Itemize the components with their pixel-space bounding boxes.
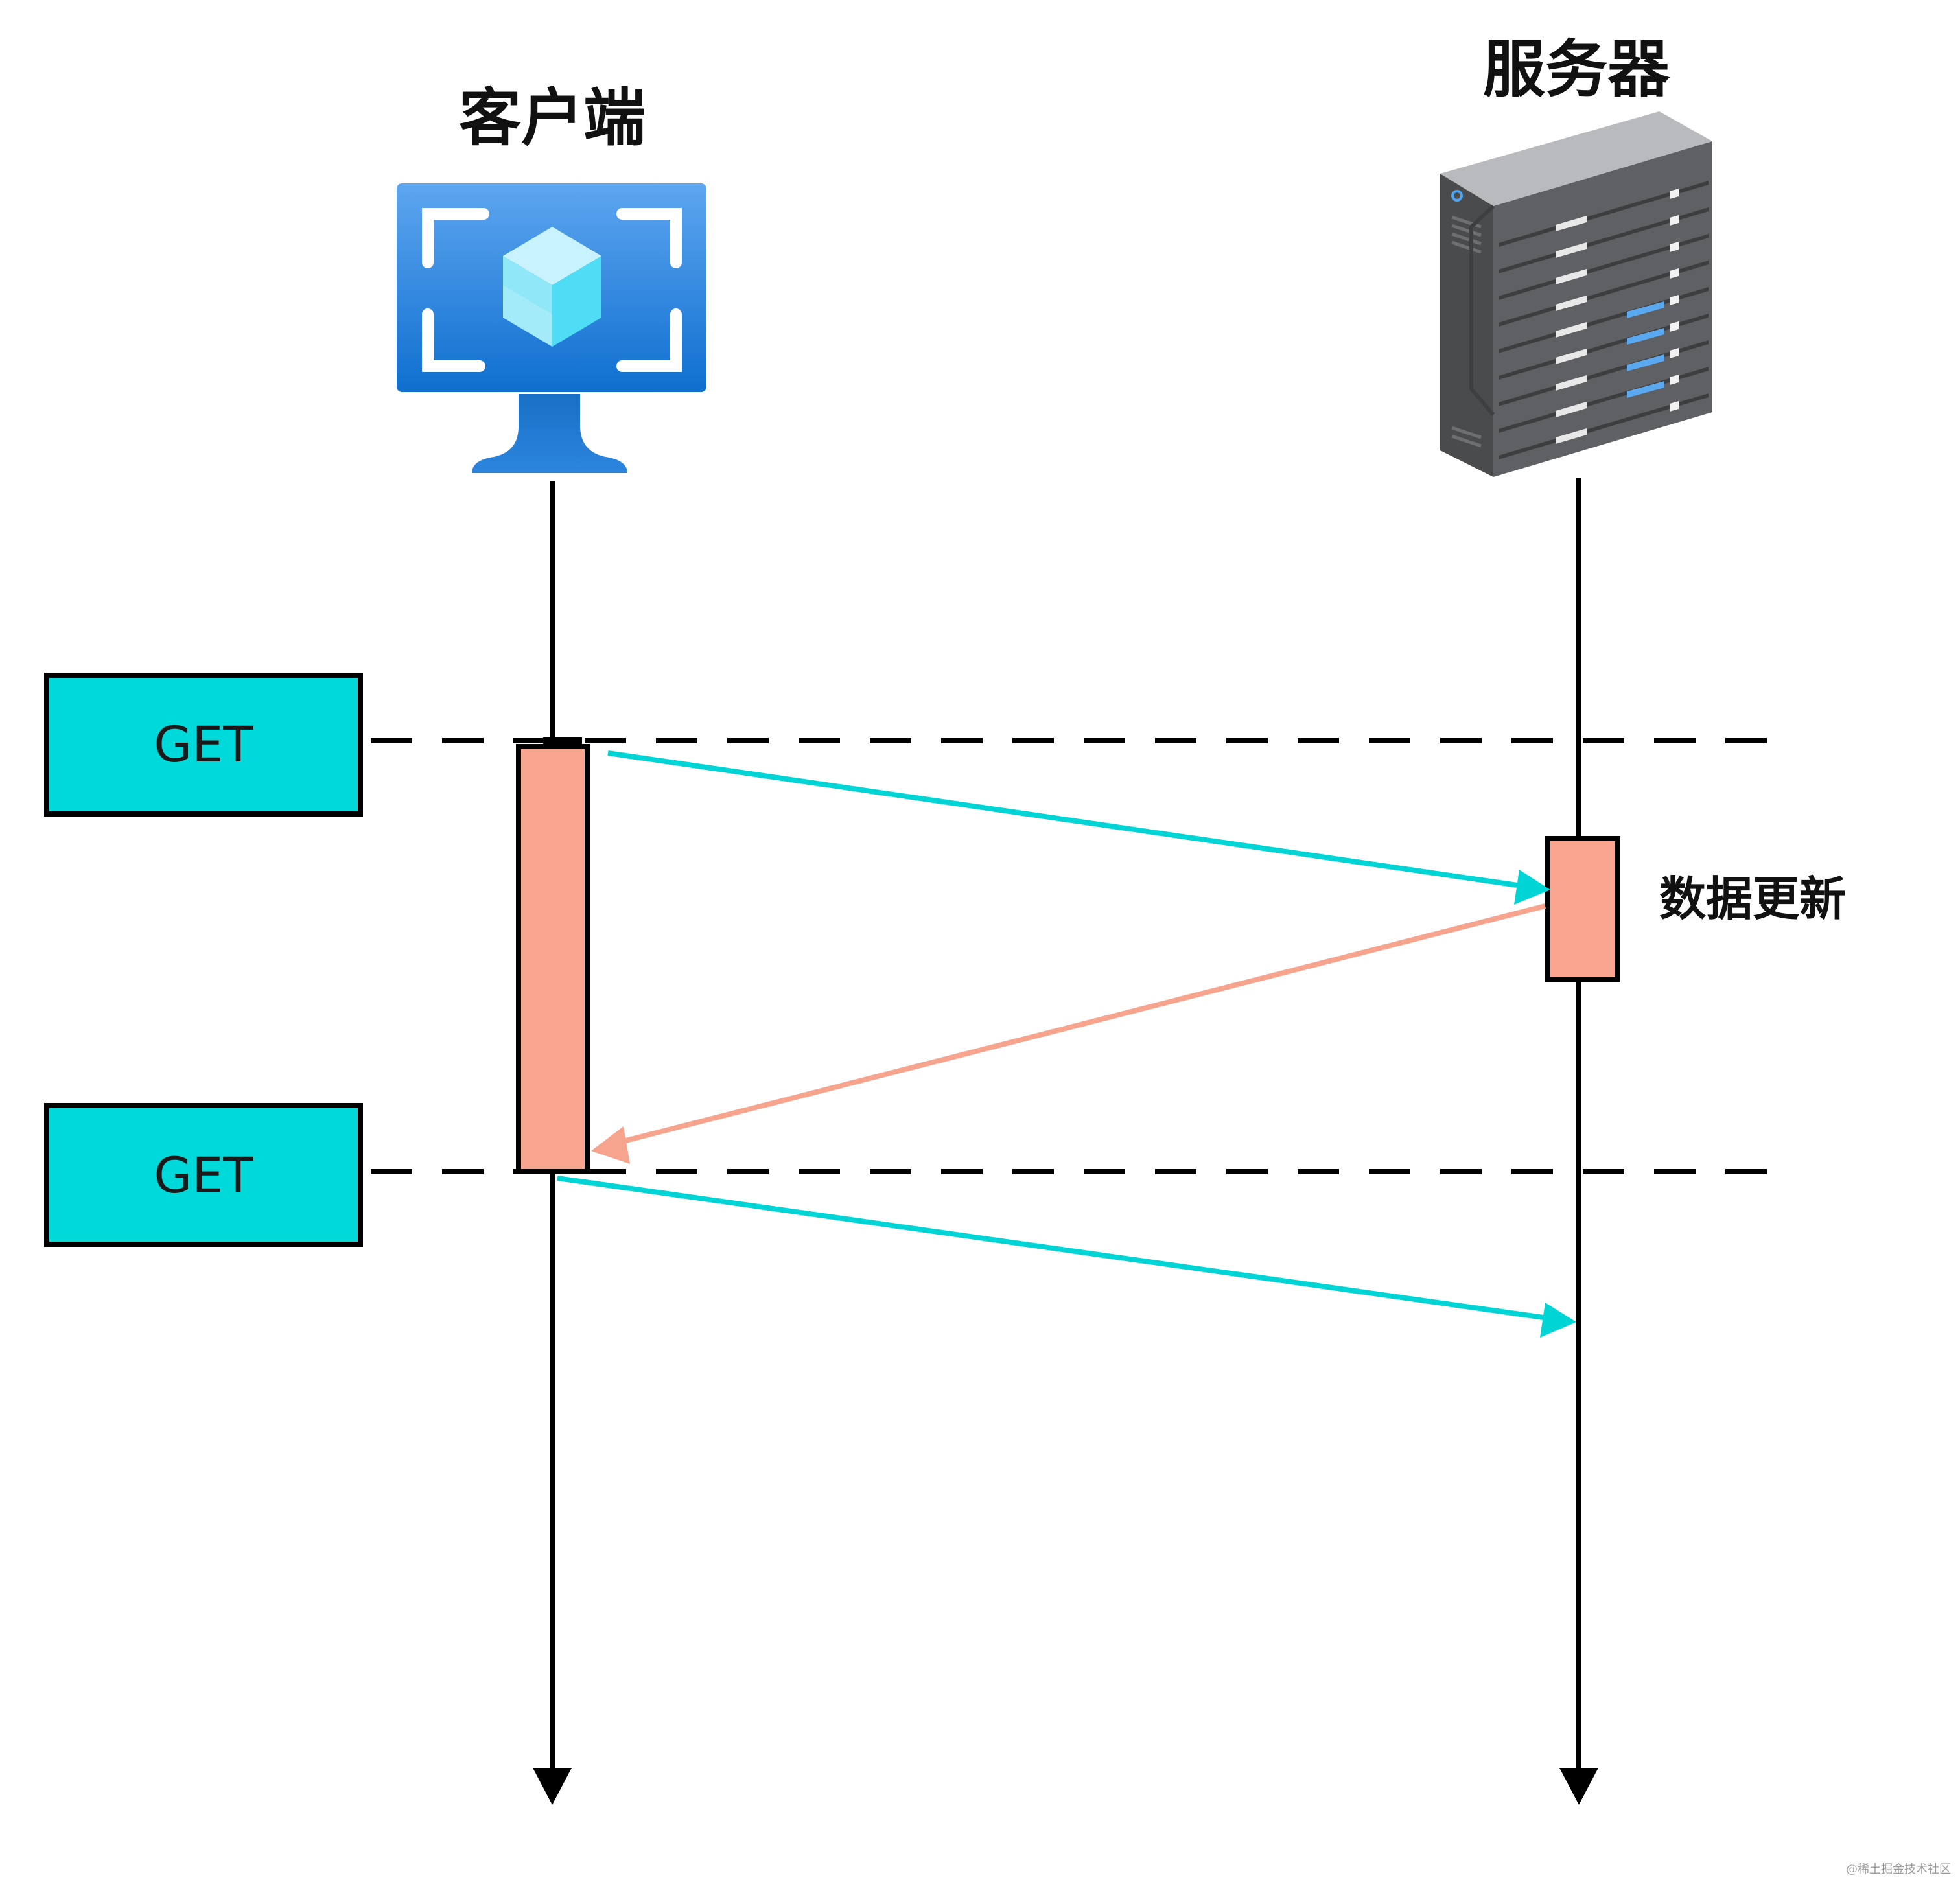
server-bay-led [1670,375,1679,385]
server-bay-label [1556,402,1587,417]
server-bay-led [1670,295,1679,305]
response-arrow-head [591,1126,630,1164]
get-request-box-2: GET [44,1103,363,1247]
server-bay-label [1556,349,1587,364]
server-bay-label [1556,216,1587,231]
server-lifeline-arrowhead [1559,1768,1598,1805]
server-bay-separator [1499,287,1709,353]
client-activation-cap [543,737,582,745]
server-status-light [1627,354,1664,371]
server-bay-label [1556,375,1587,391]
server-activation-bar [1545,836,1620,982]
data-update-note: 数据更新 [1659,872,1846,926]
server-status-light [1627,381,1664,398]
server-bay-separator [1499,261,1709,327]
server-bay-separator [1499,207,1709,273]
server-bay-led [1670,215,1679,226]
server-bay-separator [1499,340,1709,406]
server-bay-separator [1499,234,1709,300]
server-bay-separator [1499,314,1709,380]
server-bay-separator [1499,393,1709,459]
response-arrow [615,903,1546,1146]
get-request-box-1: GET [44,673,363,817]
server-bay-led [1670,242,1679,252]
get-label-1: GET [154,715,253,773]
server-bay-label [1556,428,1587,444]
server-bay-led [1670,321,1679,332]
request-arrow-1 [607,750,1527,889]
watermark: @稀土掘金技术社区 [1846,1863,1951,1876]
server-status-light [1627,328,1664,345]
server-bay-separator [1499,181,1709,247]
request-arrow-2 [557,1176,1548,1321]
server-status-light [1627,301,1664,318]
client-activation-bar [516,744,590,1174]
server-bay-led [1670,268,1679,279]
server-bay-led [1670,189,1679,199]
server-bay-led [1670,401,1679,412]
client-title: 客户端 [459,82,646,154]
server-rack-icon [1440,111,1712,477]
client-lifeline-arrowhead [533,1768,572,1805]
monitor-icon [397,183,706,473]
server-bay-label [1556,269,1587,284]
server-title: 服务器 [1483,33,1670,106]
request-arrow-1-head [1514,870,1550,905]
server-bay-label [1556,322,1587,338]
get-label-2: GET [154,1146,253,1204]
request-arrow-2-head [1540,1303,1576,1338]
server-bay-separator [1499,367,1709,433]
server-bay-label [1556,296,1587,311]
server-bay-label [1556,242,1587,258]
server-bay-led [1670,348,1679,358]
